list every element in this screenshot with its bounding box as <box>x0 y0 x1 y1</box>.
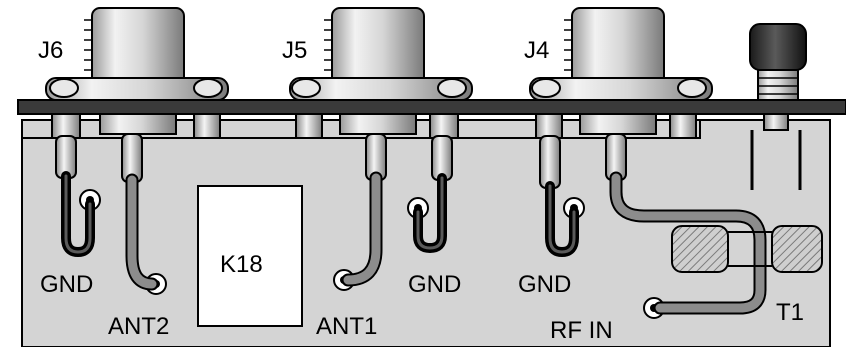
coax-wire-ant2 <box>125 173 159 291</box>
relay-k18-body <box>197 185 303 327</box>
ground-pin-j4 <box>539 135 561 189</box>
connector-j4 <box>529 7 713 139</box>
chassis-panel <box>17 99 846 115</box>
label-ant1: ANT1 <box>316 313 377 340</box>
label-ant2: ANT2 <box>108 313 169 340</box>
ground-wire-j4 <box>545 181 579 257</box>
ground-wire-j5 <box>413 173 447 253</box>
label-gnd-j4: GND <box>518 271 571 298</box>
transformer-t1 <box>671 225 823 273</box>
label-j6: J6 <box>38 37 63 64</box>
label-gnd-j5: GND <box>408 271 461 298</box>
board-edge-step <box>21 120 701 139</box>
label-j5: J5 <box>282 37 307 64</box>
knob-component <box>749 23 807 190</box>
label-k18: K18 <box>220 251 263 278</box>
coax-wire-rf-in <box>609 171 767 315</box>
label-gnd-j6: GND <box>40 271 93 298</box>
label-rf-in: RF IN <box>550 317 613 344</box>
ground-wire-j6 <box>61 171 95 257</box>
label-t1: T1 <box>776 299 804 326</box>
connector-j5 <box>289 7 473 139</box>
coax-wire-ant1 <box>341 171 383 287</box>
label-j4: J4 <box>524 37 549 64</box>
connector-j6 <box>45 7 229 139</box>
